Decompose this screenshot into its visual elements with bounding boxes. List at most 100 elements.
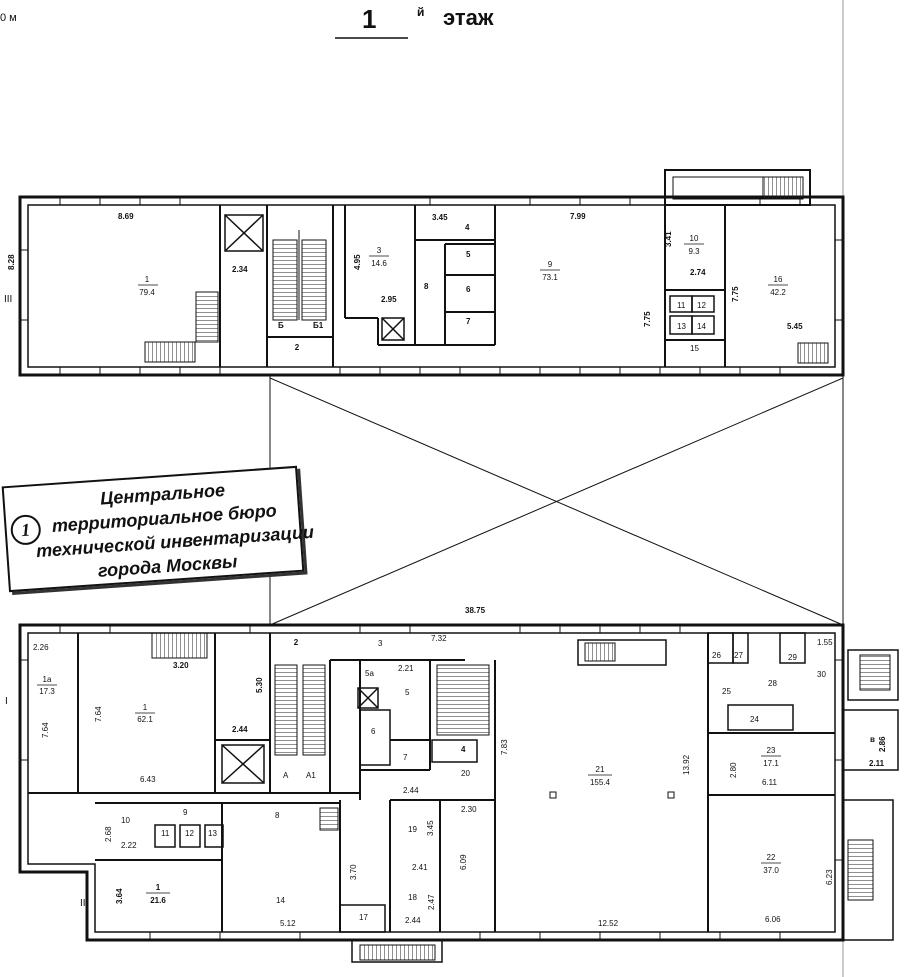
courtyard-span-dim: 38.75	[465, 606, 486, 615]
dim-l-18: 13.92	[682, 754, 691, 775]
room-l-25-num: 25	[722, 687, 731, 696]
room-l-12-num: 12	[185, 829, 194, 838]
dim-l-12: 3.70	[349, 864, 358, 880]
dim-l-15: 2.44	[405, 916, 421, 925]
room-l-a-num: A	[283, 771, 289, 780]
dim-l-5: 2.44	[232, 725, 248, 734]
room-l-1-area: 62.1	[137, 715, 153, 724]
room-u-6-num: 6	[466, 285, 471, 294]
room-u-2-num: 2	[295, 343, 300, 352]
room-l-5a-num: 5a	[365, 669, 374, 678]
dim-u-3: 4.95	[353, 254, 362, 270]
room-l-1b-num: 1	[156, 883, 161, 892]
room-l-7-num: 7	[403, 753, 408, 762]
dim-l-22: 2.86	[878, 736, 887, 752]
room-u-5-num: 5	[466, 250, 471, 259]
dim-l-14: 2.47	[427, 894, 436, 910]
room-l-30-num: 30	[817, 670, 826, 679]
dim-u-2: 2.34	[232, 265, 248, 274]
dim-l-21: 1.55	[817, 638, 833, 647]
dim-l-19: 2.80	[729, 762, 738, 778]
dim-u-11: 5.45	[787, 322, 803, 331]
section-label-i: I	[5, 696, 8, 707]
dim-l-0: 2.26	[33, 643, 49, 652]
section-label-ii: II	[80, 898, 86, 909]
dim-l-17: 7.83	[500, 739, 509, 755]
dim-u-0: 8.69	[118, 212, 134, 221]
dim-l-29: 2.22	[121, 841, 137, 850]
room-l-21-area: 155.4	[590, 778, 611, 787]
room-l-6-num: 6	[371, 727, 376, 736]
dim-u-10: 7.75	[731, 286, 740, 302]
dim-l-28: 2.68	[104, 826, 113, 842]
courtyard	[269, 375, 844, 626]
room-l-19-num: 19	[408, 825, 417, 834]
room-u-3-area: 14.6	[371, 259, 387, 268]
room-u-b1-num: Б1	[313, 321, 324, 330]
room-l-5-num: 5	[405, 688, 410, 697]
floor-number: 1	[362, 4, 376, 34]
dim-u-7: 3.41	[664, 231, 673, 247]
floor-suffix: й	[417, 5, 424, 19]
dim-l-4: 5.30	[255, 677, 264, 693]
lower-block	[18, 623, 899, 963]
dim-u-9: 7.75	[643, 311, 652, 327]
dim-l-26: 12.52	[598, 919, 619, 928]
dim-l-16: 6.09	[459, 854, 468, 870]
room-l-22-area: 37.0	[763, 866, 779, 875]
room-u-14-num: 14	[697, 322, 706, 331]
room-l-1-num: 1	[143, 703, 148, 712]
room-u-3-num: 3	[377, 246, 382, 255]
room-l-23-num: 23	[767, 746, 776, 755]
room-l-9-num: 9	[183, 808, 188, 817]
room-u-9-num: 9	[548, 260, 553, 269]
lower-labels: I II 2.26 7.64 7.64 3.20 5.30 2.44 6.43 …	[5, 634, 887, 928]
room-l-21-num: 21	[596, 765, 605, 774]
room-l-10-num: 10	[121, 816, 130, 825]
room-l-4-num: 4	[461, 745, 466, 754]
room-u-16-num: 16	[774, 275, 783, 284]
dim-l-3: 3.20	[173, 661, 189, 670]
room-u-9-area: 73.1	[542, 273, 558, 282]
dim-l-23: 2.11	[869, 759, 885, 768]
dim-l-30: 3.64	[115, 888, 124, 904]
upper-block	[18, 169, 845, 377]
dim-l-7: 7.32	[431, 634, 447, 643]
room-u-b-num: Б	[278, 321, 284, 330]
dim-l-1: 7.64	[41, 722, 50, 738]
room-l-11-num: 11	[161, 829, 170, 838]
room-u-7-num: 7	[466, 317, 471, 326]
room-l-2-num: 2	[294, 638, 299, 647]
room-u-1-num: 1	[145, 275, 150, 284]
room-u-4-num: 4	[465, 223, 470, 232]
dim-u-8: 2.74	[690, 268, 706, 277]
room-l-14-num: 14	[276, 896, 285, 905]
room-l-20-num: 20	[461, 769, 470, 778]
room-u-13-num: 12	[697, 301, 706, 310]
room-u-15-num: 15	[690, 344, 699, 353]
room-u-10-area: 9.3	[688, 247, 700, 256]
dim-l-25: 6.06	[765, 915, 781, 924]
dim-u-1: 8.28	[7, 254, 16, 270]
floor-word: этаж	[443, 5, 494, 30]
dim-l-10: 2.30	[461, 805, 477, 814]
room-l-23-area: 17.1	[763, 759, 779, 768]
room-l-28-num: 28	[768, 679, 777, 688]
room-l-a1-num: A1	[306, 771, 316, 780]
dim-l-24: 6.23	[825, 869, 834, 885]
dim-l-13: 2.41	[412, 863, 428, 872]
room-l-1a-area: 17.3	[39, 687, 55, 696]
room-l-3-num: 3	[378, 639, 383, 648]
room-l-26-num: 26	[712, 651, 721, 660]
room-l-1a-num: 1a	[43, 675, 52, 684]
room-u-16-area: 42.2	[770, 288, 786, 297]
room-l-29-num: 29	[788, 653, 797, 662]
room-l-17-num: 17	[359, 913, 368, 922]
upper-labels: III 8.69 8.28 2.34 4.95 2.95 3.45 7.99 3…	[4, 212, 803, 353]
room-l-13-num: 13	[208, 829, 217, 838]
room-l-18-num: 18	[408, 893, 417, 902]
inventory-bureau-stamp: 1 Центральное территориальное бюро техни…	[1, 465, 315, 593]
scale-fragment: 0 м	[0, 12, 17, 24]
section-label-iii: III	[4, 294, 12, 305]
